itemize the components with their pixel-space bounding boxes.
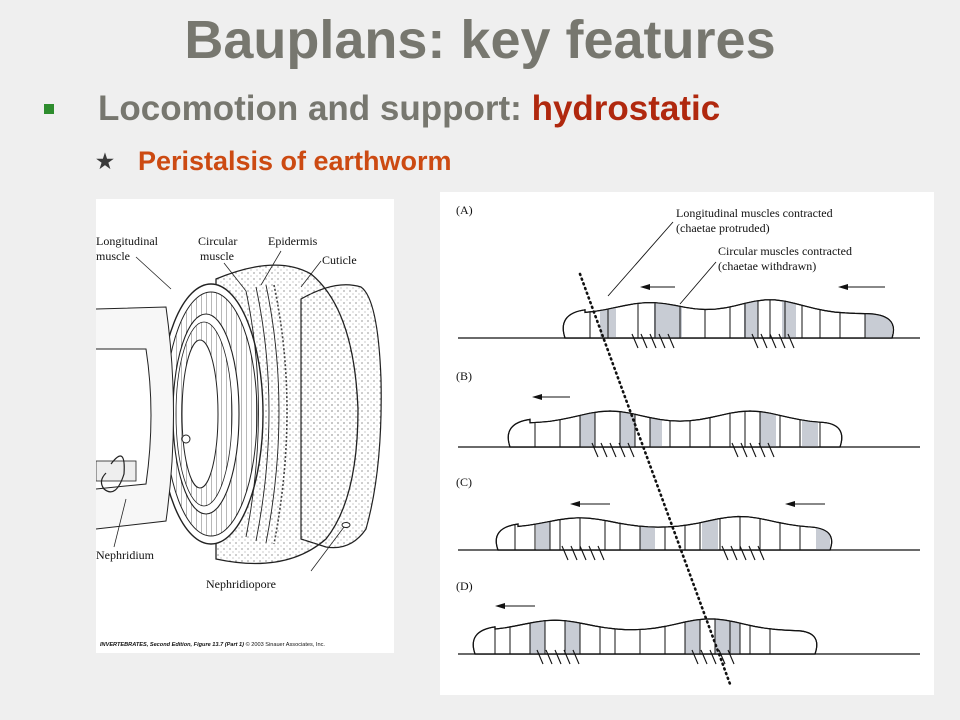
earthworm-section-drawing: Longitudinal muscle Circular muscle Epid… (96, 234, 382, 648)
bullet-peristalsis: ★ Peristalsis of earthworm (96, 143, 452, 179)
star-bullet-icon: ★ (96, 150, 114, 173)
bullet-peristalsis-text: Peristalsis of earthworm (137, 145, 452, 176)
label-chaetae-protruded: (chaetae protruded) (676, 221, 770, 235)
slide-title: Bauplans: key features (184, 10, 776, 70)
label-longitudinal-2: muscle (96, 249, 130, 263)
figure-credit: INVERTEBRATES, Second Edition, Figure 13… (100, 641, 325, 648)
bullet-locomotion: Locomotion and support: hydrostatic (44, 86, 720, 132)
label-nephridium: Nephridium (96, 548, 155, 562)
label-longitudinal-1: Longitudinal (96, 234, 159, 248)
label-nephridiopore: Nephridiopore (206, 577, 276, 591)
label-circular-1: Circular (198, 234, 237, 248)
panel-label-a: (A) (456, 203, 473, 217)
reference-dotted-line (578, 272, 732, 686)
peristalsis-drawing: (A) (B) (C) (D) Longitudinal muscles con… (456, 203, 920, 686)
panel-label-d: (D) (456, 579, 473, 593)
earthworm-section-figure: Longitudinal muscle Circular muscle Epid… (96, 199, 394, 653)
panel-label-b: (B) (456, 369, 472, 383)
worm-sequence (458, 284, 920, 665)
label-longitudinal-contracted: Longitudinal muscles contracted (676, 206, 833, 220)
panel-label-c: (C) (456, 475, 472, 489)
label-epidermis: Epidermis (268, 234, 318, 248)
bullet-locomotion-text: Locomotion and support: (98, 89, 532, 128)
label-circular-contracted: Circular muscles contracted (718, 244, 852, 258)
label-cuticle: Cuticle (322, 253, 357, 267)
square-bullet-icon (44, 104, 54, 114)
label-chaetae-withdrawn: (chaetae withdrawn) (718, 259, 816, 273)
peristalsis-figure: (A) (B) (C) (D) Longitudinal muscles con… (440, 192, 934, 695)
bullet-locomotion-accent: hydrostatic (531, 89, 721, 128)
label-circular-2: muscle (200, 249, 234, 263)
